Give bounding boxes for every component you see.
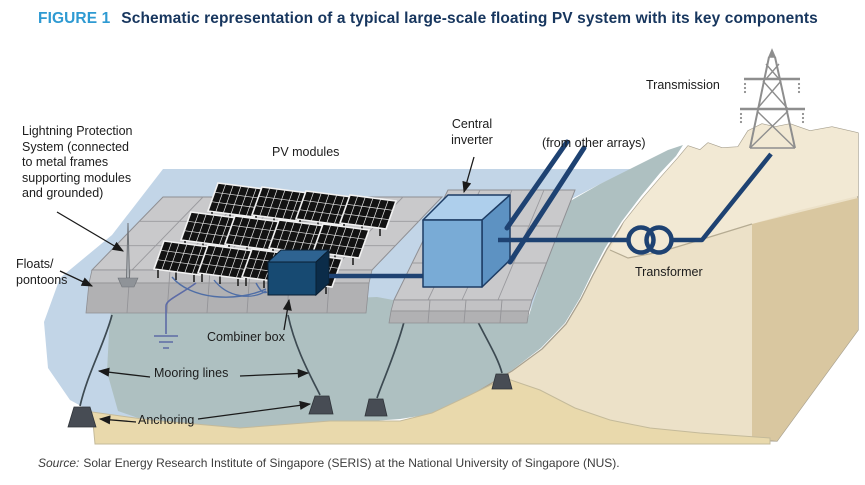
pointer-arrow-floats (59, 270, 94, 287)
mooring-line (376, 321, 405, 399)
mooring-line (79, 314, 113, 407)
label-pv-modules: PV modules (272, 145, 340, 159)
mooring-line (287, 314, 321, 396)
figure-number: FIGURE 1 (38, 10, 111, 27)
underwater-region (107, 145, 683, 429)
source-line: Source:Solar Energy Research Institute o… (38, 456, 620, 470)
label-lightning-protection: Lightning Protection System (connected t… (22, 124, 133, 200)
land-plateau (610, 124, 858, 258)
anchor-block (67, 406, 97, 428)
pointer-arrow-mooring-left (97, 367, 151, 378)
transmission-cable (671, 152, 773, 243)
mooring-line (477, 321, 503, 374)
anchor-block (364, 398, 388, 417)
pointer-arrow-anchor-left (98, 415, 137, 425)
label-from-other-arrays: (from other arrays) (542, 136, 646, 150)
transmission-tower-icon (739, 48, 805, 149)
label-anchoring: Anchoring (138, 413, 195, 427)
anchor-block (491, 373, 513, 390)
figure-caption: FIGURE 1 Schematic representation of a ty… (38, 10, 818, 28)
label-transformer: Transformer (635, 265, 703, 279)
label-central-inverter: Central inverter (451, 117, 493, 147)
label-transmission: Transmission (646, 78, 720, 92)
source-text: Solar Energy Research Institute of Singa… (83, 456, 620, 470)
figure-title: Schematic representation of a typical la… (121, 10, 818, 27)
pointer-arrow-anchor-right (197, 400, 312, 420)
pointer-arrow-lightning (56, 211, 124, 252)
label-combiner-box: Combiner box (207, 330, 285, 344)
central-inverter (422, 194, 511, 288)
pointer-arrow-mooring-right (239, 368, 310, 378)
from-other-arrays-cables (504, 139, 587, 265)
pointer-arrow-inverter (462, 156, 475, 194)
label-floats-pontoons: Floats/ pontoons (16, 257, 68, 287)
land-side-face (752, 198, 858, 441)
pointer-arrow-combiner (282, 298, 292, 331)
combiner-box (266, 248, 331, 297)
seabed-sand (91, 377, 771, 445)
lightning-rod (117, 222, 139, 288)
label-mooring-lines: Mooring lines (154, 366, 229, 380)
source-prefix: Source: (38, 456, 80, 470)
ground-icon (154, 282, 197, 349)
